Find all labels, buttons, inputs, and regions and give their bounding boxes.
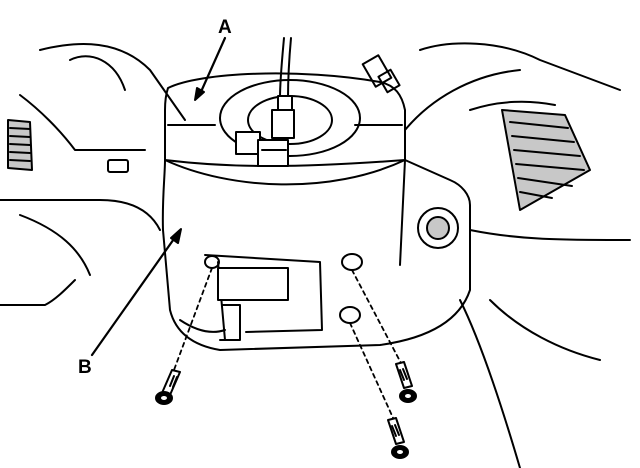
upper-column-cover (164, 37, 406, 167)
lower-column-cover (161, 159, 471, 351)
screw-icon (395, 361, 417, 403)
callout-label-a: A (218, 17, 232, 38)
screw-icon (387, 417, 409, 459)
leader-arrow-b (90, 228, 182, 357)
left-air-vent (7, 119, 33, 171)
leader-arrow-a (194, 36, 227, 101)
screw-guide-lines (173, 267, 403, 421)
connector-plug (361, 54, 401, 94)
right-air-vent (501, 109, 591, 211)
dashboard-background (0, 42, 631, 468)
screw-icon (155, 369, 181, 405)
callout-label-b: B (78, 357, 92, 378)
